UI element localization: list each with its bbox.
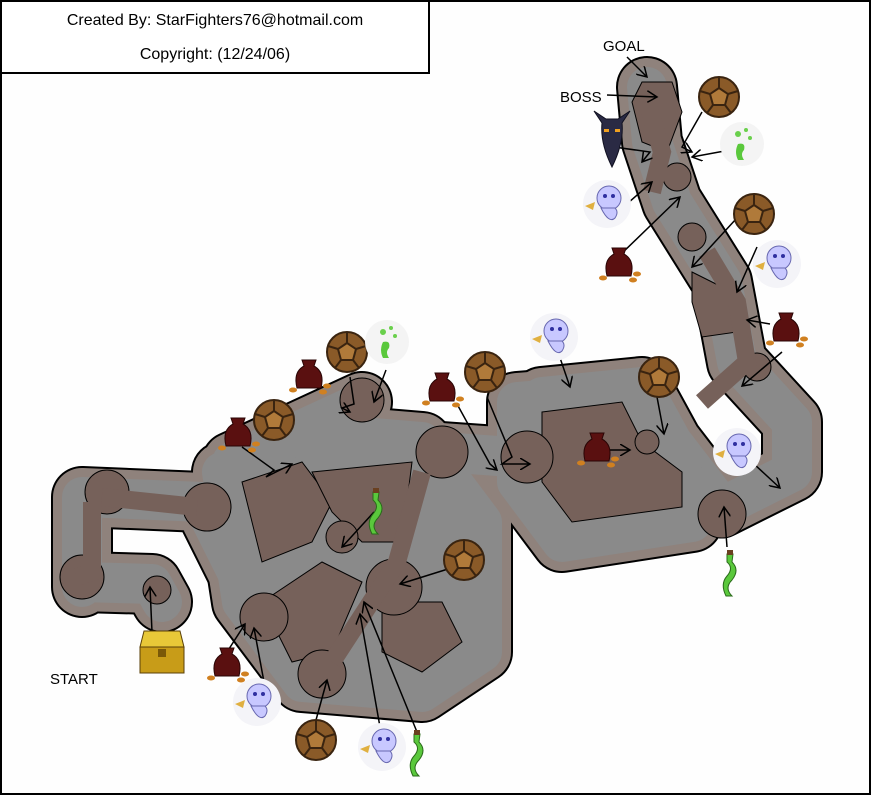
item-arrows	[150, 56, 783, 733]
start-label: START	[50, 671, 98, 688]
green-potion-icon	[722, 549, 737, 597]
boss-mask-icon	[593, 110, 631, 169]
ghost-icon	[582, 179, 632, 229]
rock-icon	[326, 331, 368, 373]
ghost-icon	[752, 239, 802, 289]
rock-icon	[443, 539, 485, 581]
rock-icon	[698, 76, 740, 118]
created-by-text: Created By: StarFighters76@hotmail.com	[66, 12, 364, 29]
green-spirit-icon	[720, 122, 764, 166]
credits-box: Created By: StarFighters76@hotmail.com C…	[2, 2, 430, 74]
coin-bag-icon	[598, 247, 642, 283]
coin-bag-icon	[421, 372, 465, 408]
goal-label: GOAL	[603, 38, 645, 55]
green-spirit-icon	[365, 320, 409, 364]
cave-floor	[59, 81, 772, 699]
green-potion-icon	[409, 729, 424, 777]
rock-icon	[464, 351, 506, 393]
treasure-chest-icon	[139, 630, 185, 674]
ghost-icon	[357, 722, 407, 772]
rock-icon	[638, 356, 680, 398]
rock-icon	[733, 193, 775, 235]
rock-icon	[295, 719, 337, 761]
ghost-icon	[232, 677, 282, 727]
copyright-text: Copyright: (12/24/06)	[139, 46, 291, 63]
coin-bag-icon	[765, 312, 809, 348]
ghost-icon	[529, 312, 579, 362]
rock-icon	[253, 399, 295, 441]
ghost-icon	[712, 427, 762, 477]
boss-label: BOSS	[560, 89, 602, 106]
